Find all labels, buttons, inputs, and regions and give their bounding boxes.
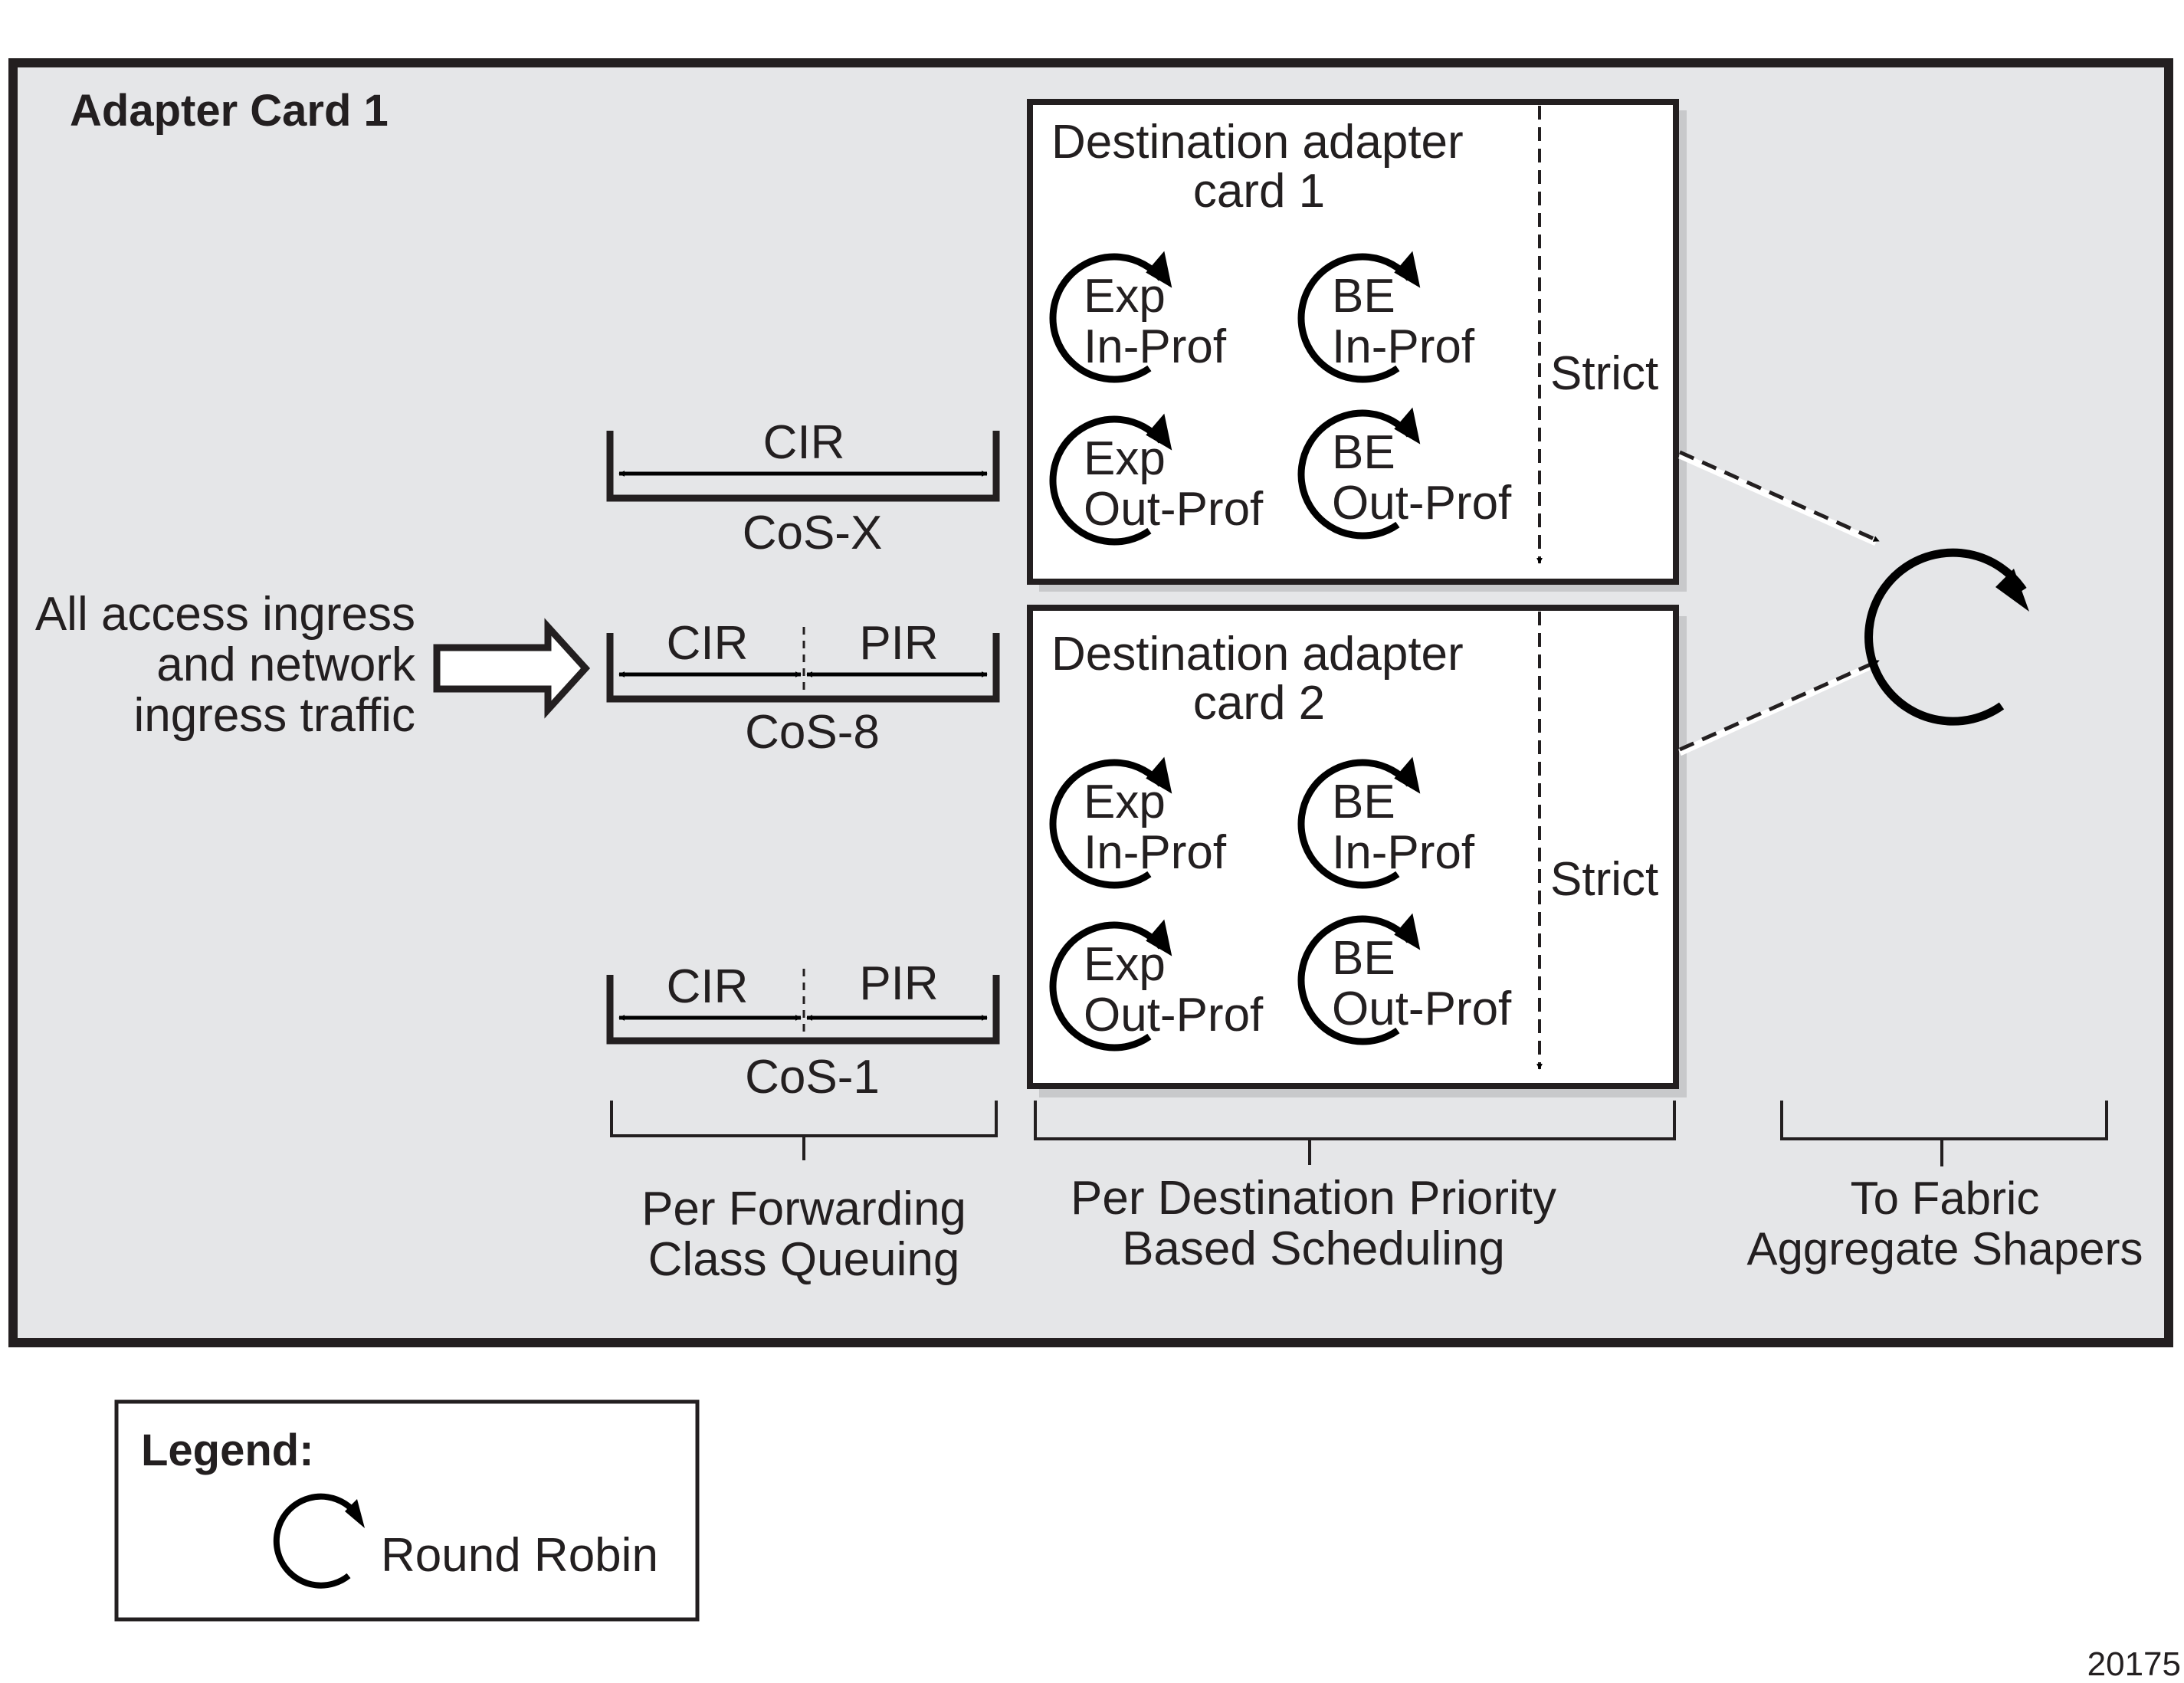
round-robin-icon	[1297, 253, 1412, 383]
scheduler-class-label: Exp	[1084, 432, 1166, 485]
round-robin-icon	[1049, 415, 1164, 546]
figure-id: 20175	[2087, 1645, 2181, 1683]
stage-label-line-2: Class Queuing	[648, 1233, 960, 1286]
queue-name: CoS-8	[745, 706, 880, 759]
pir-label: PIR	[859, 957, 938, 1010]
destination-title-line-2: card 1	[1193, 165, 1325, 218]
queue-name: CoS-X	[743, 507, 883, 559]
pir-label: PIR	[859, 617, 938, 670]
legend-label-round-robin: Round Robin	[381, 1529, 658, 1582]
round-robin-arrowhead-icon	[1146, 756, 1172, 794]
scheduler-profile-label: In-Prof	[1332, 826, 1475, 879]
scheduler-class-label: BE	[1332, 776, 1395, 828]
round-robin-arrowhead-icon	[1394, 913, 1421, 950]
input-line-1: All access ingress	[35, 588, 415, 641]
queue-cos-1: CIR PIR CoS-1	[606, 957, 1000, 1104]
destination-title-line-2: card 2	[1193, 677, 1325, 730]
connector-card-1	[1678, 451, 1877, 546]
scheduler-class-label: Exp	[1084, 938, 1166, 991]
round-robin-icon	[1297, 409, 1412, 540]
round-robin-icon	[273, 1493, 365, 1589]
stage-label-line-2: Based Scheduling	[1122, 1222, 1505, 1275]
scheduler-class-label: BE	[1332, 932, 1395, 985]
fabric-round-robin-icon	[1864, 548, 2029, 726]
scheduler-profile-label: Out-Prof	[1084, 483, 1264, 536]
scheduler-profile-label: In-Prof	[1332, 320, 1475, 373]
stage-label-line-2: Aggregate Shapers	[1746, 1223, 2143, 1275]
round-robin-arrowhead-icon	[1394, 251, 1421, 288]
cir-label: CIR	[667, 617, 749, 670]
scheduler-profile-label: Out-Prof	[1332, 983, 1512, 1035]
scheduler-profile-label: In-Prof	[1084, 826, 1227, 879]
queue-cos-x: CIR CoS-X	[606, 416, 1000, 559]
round-robin-arrowhead-icon	[1146, 251, 1172, 288]
round-robin-arrowhead-icon	[1146, 919, 1172, 956]
input-arrow-icon	[433, 618, 591, 719]
input-traffic-label: All access ingress and network ingress t…	[35, 588, 416, 742]
scheduler-profile-label: Out-Prof	[1084, 989, 1264, 1042]
round-robin-icon	[1049, 921, 1164, 1051]
destination-title: Destination adapter	[1051, 628, 1464, 681]
destination-card-2: Destination adapter card 2 Strict ExpIn-…	[1027, 605, 1687, 1097]
stage-per-destination-priority: Per Destination Priority Based Schedulin…	[1034, 1101, 1676, 1275]
input-line-3: ingress traffic	[133, 689, 415, 742]
strict-priority-label: Strict	[1550, 853, 1658, 906]
stage-fabric-aggregate-shapers: To Fabric Aggregate Shapers	[1746, 1101, 2143, 1275]
stage-per-forwarding-class: Per Forwarding Class Queuing	[610, 1101, 998, 1286]
input-line-2: and network	[156, 638, 416, 691]
cir-label: CIR	[667, 960, 749, 1013]
destination-card-1: Destination adapter card 1 Strict ExpIn-…	[1027, 99, 1687, 592]
stage-label: Per Destination Priority	[1071, 1172, 1556, 1225]
strict-priority-label: Strict	[1550, 347, 1658, 400]
scheduler-profile-label: In-Prof	[1084, 320, 1227, 373]
round-robin-icon	[1049, 253, 1164, 383]
round-robin-icon	[1297, 915, 1412, 1045]
scheduler-class-label: Exp	[1084, 776, 1166, 828]
cir-label: CIR	[763, 416, 845, 469]
scheduler-profile-label: Out-Prof	[1332, 477, 1512, 530]
adapter-card-title: Adapter Card 1	[70, 86, 389, 136]
round-robin-arrowhead-icon	[1394, 756, 1421, 794]
queue-name: CoS-1	[745, 1051, 880, 1104]
scheduler-class-label: BE	[1332, 270, 1395, 323]
stage-label: Per Forwarding	[641, 1183, 966, 1235]
legend-title: Legend:	[141, 1425, 314, 1475]
destination-title: Destination adapter	[1051, 116, 1464, 169]
stage-label: To Fabric	[1851, 1173, 2040, 1224]
legend: Legend: Round Robin	[114, 1399, 700, 1622]
queue-cos-8: CIR PIR CoS-8	[606, 617, 1000, 759]
round-robin-icon	[1049, 759, 1164, 889]
round-robin-arrowhead-icon	[1394, 407, 1421, 445]
round-robin-arrowhead-icon	[1146, 413, 1172, 451]
scheduler-class-label: Exp	[1084, 270, 1166, 323]
round-robin-icon	[1297, 759, 1412, 889]
scheduler-class-label: BE	[1332, 426, 1395, 479]
